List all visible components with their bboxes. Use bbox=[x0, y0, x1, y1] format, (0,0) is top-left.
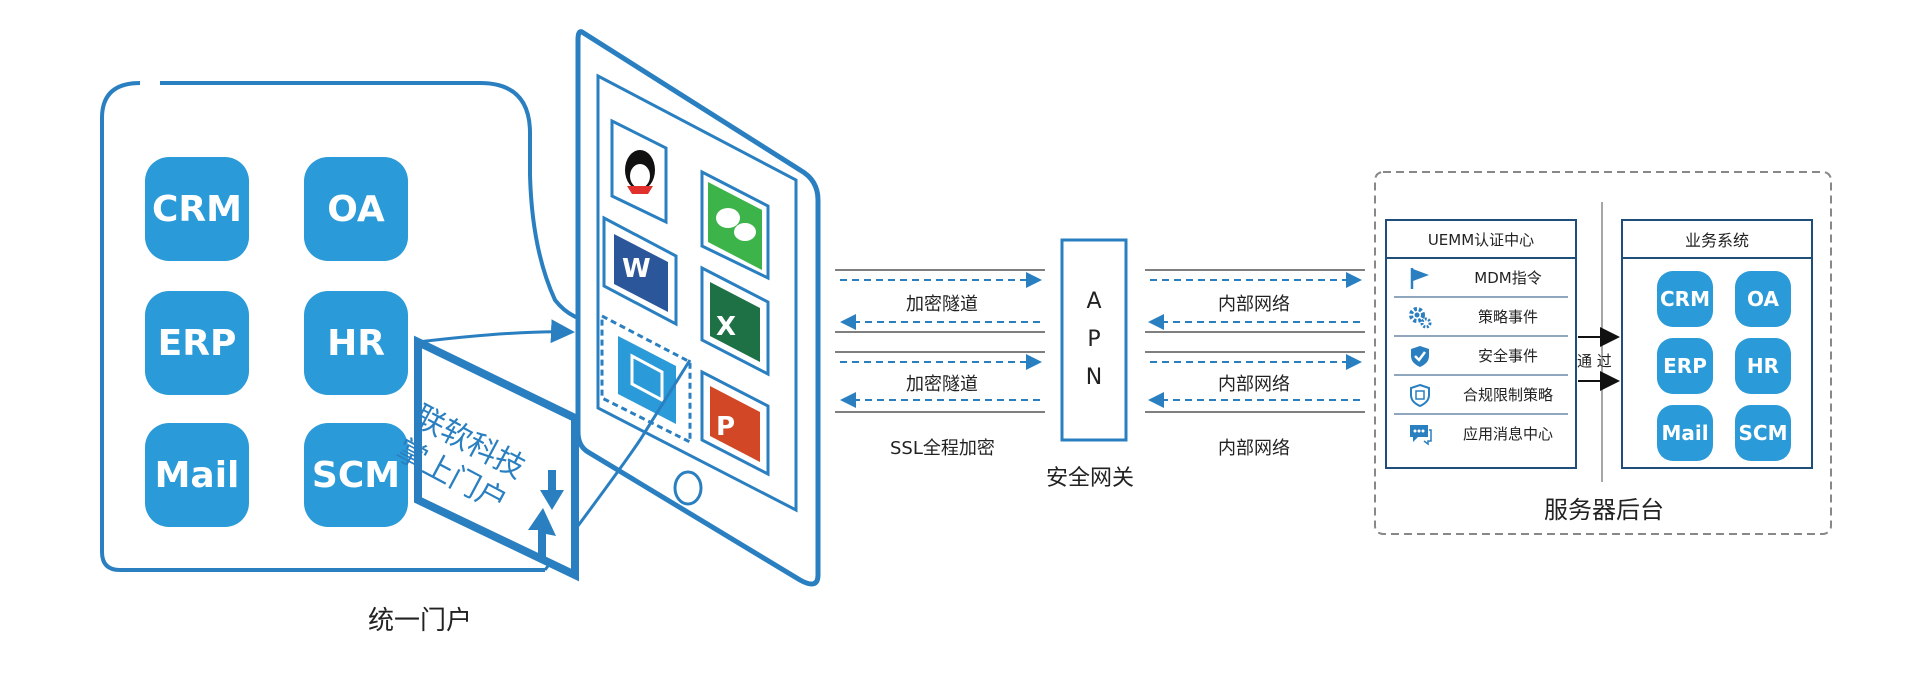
portal-tile-mail: Mail bbox=[145, 423, 249, 527]
internal-net-label-2: 内部网络 bbox=[1218, 374, 1290, 395]
feature-mdm-label: MDM指令 bbox=[1474, 269, 1542, 287]
portal-tile-erp: ERP bbox=[145, 291, 249, 395]
tablet-screen bbox=[596, 73, 798, 513]
uemm-title: UEMM认证中心 bbox=[1427, 230, 1535, 249]
business-tile-mail: Mail bbox=[1657, 405, 1713, 461]
right-links bbox=[1145, 269, 1365, 413]
left-links bbox=[835, 269, 1045, 413]
feature-message-center-label: 应用消息中心 bbox=[1462, 425, 1553, 443]
excel-app-icon: X bbox=[700, 265, 770, 377]
message-icon bbox=[1410, 425, 1432, 446]
portal-card bbox=[414, 335, 579, 582]
internal-net-label-3: 内部网络 bbox=[1218, 438, 1290, 459]
portal-caption: 统一门户 bbox=[368, 606, 473, 636]
portal-panel bbox=[100, 81, 601, 572]
feature-mdm: MDM指令 bbox=[1386, 258, 1576, 297]
apn-box bbox=[1060, 238, 1128, 442]
restrict-shield-icon bbox=[1410, 383, 1430, 407]
feature-policy-events: 策略事件 bbox=[1386, 297, 1576, 336]
internal-net-label-1: 内部网络 bbox=[1218, 294, 1290, 315]
apn-letter-n: N bbox=[1085, 365, 1103, 390]
gateway-caption: 安全网关 bbox=[1046, 466, 1135, 491]
portal-tile-hr: HR bbox=[304, 291, 408, 395]
pass-label: 通 过 bbox=[1577, 352, 1612, 370]
business-tile-oa: OA bbox=[1735, 271, 1791, 327]
portal-tile-oa: OA bbox=[304, 157, 408, 261]
ssl-label: SSL全程加密 bbox=[890, 438, 995, 459]
business-tile-crm: CRM bbox=[1657, 271, 1713, 327]
apn-letter-p: P bbox=[1087, 327, 1101, 352]
feature-compliance-label: 合规限制策略 bbox=[1462, 386, 1553, 404]
tablet-home-button bbox=[673, 470, 703, 506]
portal-tile-crm: CRM bbox=[145, 157, 249, 261]
business-tile-erp: ERP bbox=[1657, 338, 1713, 394]
apn-letter-a: A bbox=[1086, 289, 1102, 314]
business-tile-hr: HR bbox=[1735, 338, 1791, 394]
portal-app-icon bbox=[600, 313, 692, 445]
server-caption: 服务器后台 bbox=[1544, 496, 1664, 524]
server-backend-container bbox=[1374, 171, 1832, 535]
qq-app-icon bbox=[610, 118, 668, 225]
wechat-app-icon bbox=[700, 169, 770, 281]
card-arrow-down-icon bbox=[540, 470, 564, 510]
shield-icon bbox=[1411, 346, 1429, 367]
business-title: 业务系统 bbox=[1684, 231, 1749, 250]
flag-icon bbox=[1410, 268, 1429, 289]
card-arrow-up-icon bbox=[528, 508, 556, 562]
tunnel-label-2: 加密隧道 bbox=[906, 374, 978, 395]
gears-icon bbox=[1409, 307, 1432, 329]
feature-security-events-label: 安全事件 bbox=[1477, 347, 1538, 365]
portal-tile-scm: SCM bbox=[304, 423, 408, 527]
word-app-icon: W bbox=[602, 215, 678, 327]
card-to-app-curve bbox=[543, 359, 692, 571]
tunnel-label-1: 加密隧道 bbox=[906, 294, 978, 315]
portal-to-tablet-arrow bbox=[417, 319, 575, 344]
feature-compliance: 合规限制策略 bbox=[1386, 375, 1576, 414]
business-tile-scm: SCM bbox=[1735, 405, 1791, 461]
feature-policy-events-label: 策略事件 bbox=[1477, 308, 1538, 326]
powerpoint-app-icon: P bbox=[700, 369, 770, 477]
feature-security-events: 安全事件 bbox=[1386, 336, 1576, 375]
feature-message-center: 应用消息中心 bbox=[1386, 414, 1576, 453]
apn-letters: A P N bbox=[1062, 240, 1126, 440]
svg-text:P: P bbox=[716, 412, 735, 442]
svg-text:X: X bbox=[716, 312, 736, 342]
svg-text:W: W bbox=[622, 254, 651, 284]
